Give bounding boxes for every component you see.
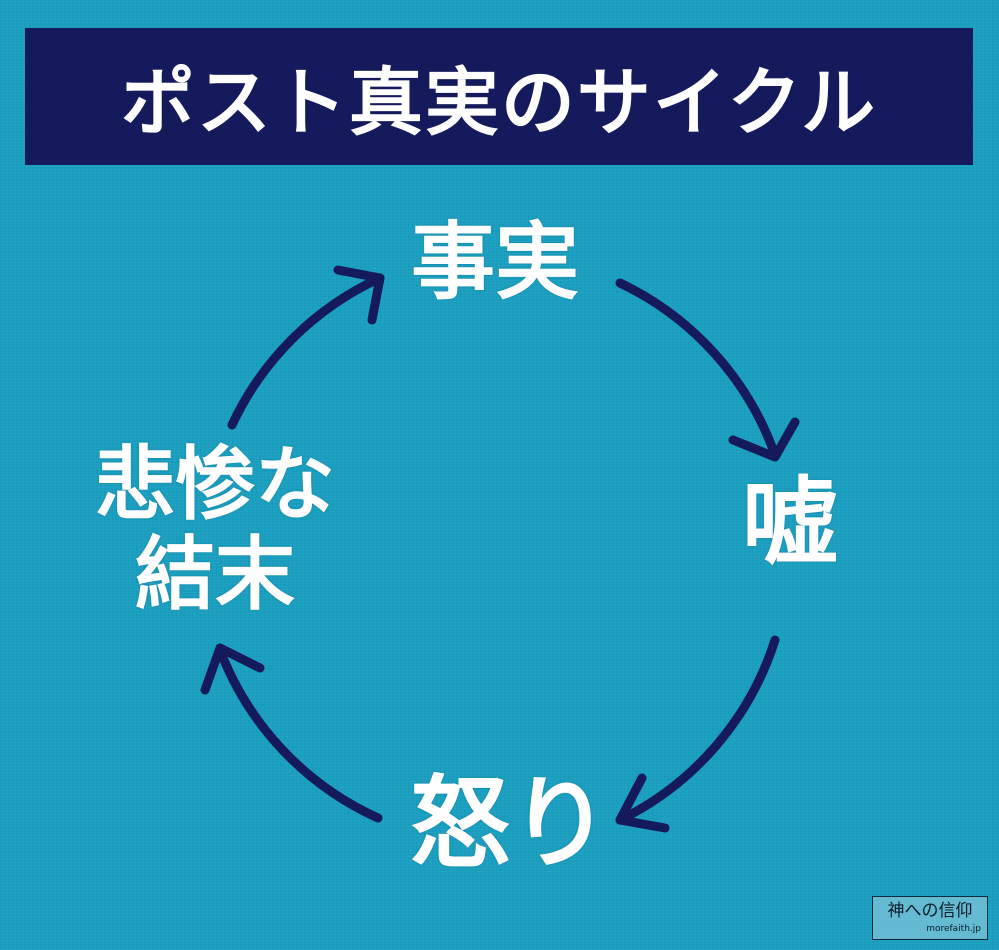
node-fact: 事実 (410, 213, 579, 311)
node-tragic-end: 悲惨な 結末 (80, 440, 350, 619)
arrowhead-tragic-end-to-fact (333, 265, 385, 325)
arrow-fact-to-lie (615, 278, 780, 460)
arrow-anger-to-tragic-end (215, 645, 383, 823)
diagram-title: ポスト真実のサイクル (120, 60, 878, 146)
arrowhead-anger-to-tragic-end (200, 643, 265, 695)
watermark-stamp: 神への信仰 morefaith.jp (872, 896, 988, 940)
arrow-lie-to-anger (615, 635, 780, 825)
watermark-main: 神への信仰 (887, 901, 973, 921)
node-lie: 嘘 (742, 467, 838, 579)
title-banner: ポスト真実のサイクル (25, 28, 973, 165)
arrowhead-lie-to-anger (615, 773, 670, 833)
watermark-sub: morefaith.jp (926, 924, 981, 934)
arrow-tragic-end-to-fact (227, 273, 385, 430)
node-tragic-end-line1: 悲惨な (95, 438, 335, 531)
node-anger: 怒り (410, 765, 610, 882)
arrowhead-fact-to-lie (728, 417, 800, 462)
node-tragic-end-line2: 結末 (135, 527, 295, 621)
